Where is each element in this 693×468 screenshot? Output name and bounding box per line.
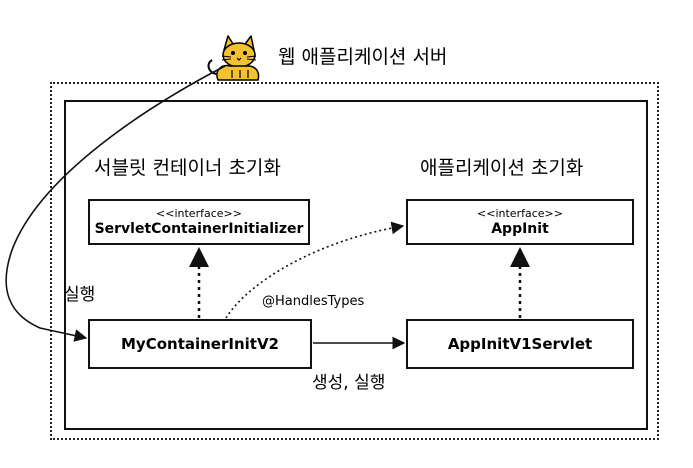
execute-label: 실행 <box>64 285 96 305</box>
server-title: 웹 애플리케이션 서버 <box>278 46 448 68</box>
my-container-init-box: MyContainerInitV2 <box>88 319 312 369</box>
my-container-init-name: MyContainerInitV2 <box>121 335 279 353</box>
interface-stereotype: <<interface>> <box>156 206 242 220</box>
servlet-container-init-title: 서블릿 컨테이너 초기화 <box>94 157 281 179</box>
app-init-name: AppInit <box>491 220 549 237</box>
app-init-title: 애플리케이션 초기화 <box>420 157 584 179</box>
app-init-box: <<interface>> AppInit <box>406 199 634 245</box>
execute-arrow <box>5 65 226 342</box>
web-application-server-boundary <box>50 82 659 440</box>
app-init-v1-servlet-name: AppInitV1Servlet <box>447 335 593 353</box>
tomcat-cat-icon <box>204 34 270 84</box>
servlet-container-initializer-box: <<interface>> ServletContainerInitialize… <box>88 199 310 245</box>
handles-types-label: @HandlesTypes <box>262 294 365 309</box>
create-execute-label: 생성, 실행 <box>312 373 386 393</box>
app-init-v1-servlet-box: AppInitV1Servlet <box>406 319 634 369</box>
handles-types-arrow <box>225 221 405 319</box>
servlet-container-initializer-name: ServletContainerInitializer <box>94 220 304 237</box>
interface-stereotype: <<interface>> <box>477 206 563 220</box>
server-inner-frame <box>64 100 648 430</box>
